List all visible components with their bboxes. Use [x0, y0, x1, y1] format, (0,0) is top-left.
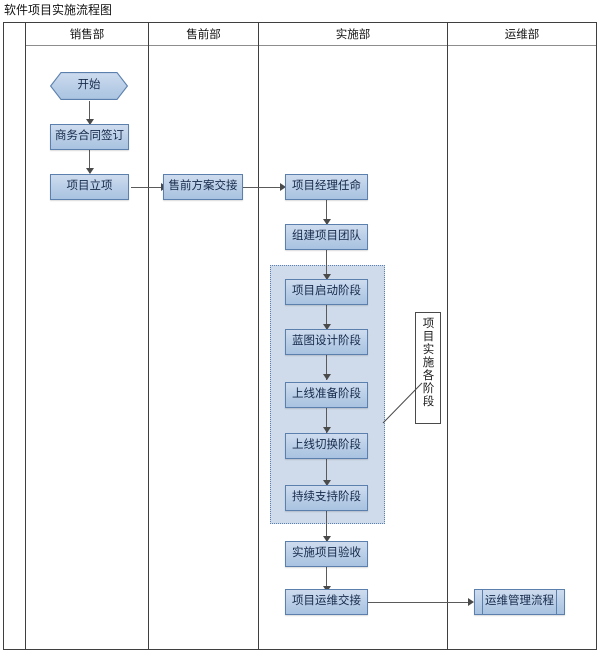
- arrowhead-phase-prep: [323, 374, 331, 380]
- connector-support-to-acceptance: [326, 511, 327, 542]
- predefined-bar-right: [556, 590, 557, 614]
- connector-start-to-contract: [89, 101, 90, 124]
- node-project-setup[interactable]: 项目立项: [50, 174, 129, 200]
- node-ops-process-label: 运维管理流程: [485, 595, 554, 608]
- predefined-bar-left: [482, 590, 483, 614]
- node-contract[interactable]: 商务合同签订: [50, 124, 129, 150]
- lane-header-rule-operations: [448, 45, 596, 46]
- arrowhead-project-setup: [86, 168, 94, 174]
- bracket-right-arm: [436, 313, 441, 423]
- arrowhead-acceptance: [323, 536, 331, 542]
- connector-acceptance-to-handoff: [326, 567, 327, 591]
- connector-contract-to-setup: [89, 150, 90, 173]
- node-presales-handoff[interactable]: 售前方案交接: [163, 174, 243, 200]
- page-title: 软件项目实施流程图: [4, 3, 113, 17]
- lane-header-implementation: 实施部: [335, 29, 371, 41]
- arrowhead-pm-appointment: [280, 183, 286, 191]
- lane-header-rule-sales: [26, 45, 148, 46]
- connector-handoff-to-ops-process: [368, 602, 471, 603]
- node-phase-prep[interactable]: 上线准备阶段: [285, 382, 368, 408]
- node-build-team[interactable]: 组建项目团队: [285, 224, 368, 250]
- connector-team-to-kickoff: [326, 250, 327, 280]
- arrowhead-build-team: [323, 219, 331, 225]
- lane-header-rule-implementation: [259, 45, 447, 46]
- lane-divider-1: [25, 22, 26, 650]
- connector-setup-to-presales: [131, 187, 163, 188]
- bracket-left-arm: [415, 313, 420, 423]
- connector-pm-to-team: [326, 200, 327, 224]
- arrowhead-phase-blueprint: [323, 324, 331, 330]
- lane-divider-3: [258, 22, 259, 650]
- node-start[interactable]: 开始: [50, 72, 128, 100]
- lane-header-rule-presales: [149, 45, 258, 46]
- lane-header-sales: 销售部: [69, 29, 105, 41]
- lane-divider-4: [447, 22, 448, 650]
- arrowhead-phase-support: [323, 480, 331, 486]
- lane-header-presales: 售前部: [186, 29, 221, 41]
- annotation-phases-label: 项目实施各阶段: [421, 317, 434, 408]
- lane-header-operations: 运维部: [504, 29, 540, 41]
- node-phase-cutover[interactable]: 上线切换阶段: [285, 433, 368, 459]
- connector-kickoff-to-blueprint: [326, 305, 327, 330]
- node-acceptance[interactable]: 实施项目验收: [285, 541, 368, 567]
- arrowhead-contract: [86, 119, 94, 125]
- node-ops-process[interactable]: 运维管理流程: [474, 589, 565, 615]
- node-start-outline: [49, 72, 129, 100]
- connector-presales-to-pm: [243, 187, 284, 188]
- node-phase-blueprint[interactable]: 蓝图设计阶段: [285, 329, 368, 355]
- node-phase-support[interactable]: 持续支持阶段: [285, 485, 368, 511]
- arrowhead-phase-cutover: [323, 427, 331, 433]
- lane-divider-2: [148, 22, 149, 650]
- connector-cutover-to-support: [326, 459, 327, 486]
- annotation-bracket: [415, 312, 441, 424]
- connector-blueprint-to-prep: [326, 355, 327, 380]
- node-phase-kickoff[interactable]: 项目启动阶段: [285, 279, 368, 305]
- arrowhead-phase-kickoff: [323, 274, 331, 280]
- arrowhead-ops-process: [468, 598, 474, 606]
- swimlane-frame: [3, 22, 597, 650]
- node-pm-appointment[interactable]: 项目经理任命: [285, 174, 368, 200]
- connector-prep-to-cutover: [326, 408, 327, 433]
- node-ops-handoff[interactable]: 项目运维交接: [285, 589, 368, 615]
